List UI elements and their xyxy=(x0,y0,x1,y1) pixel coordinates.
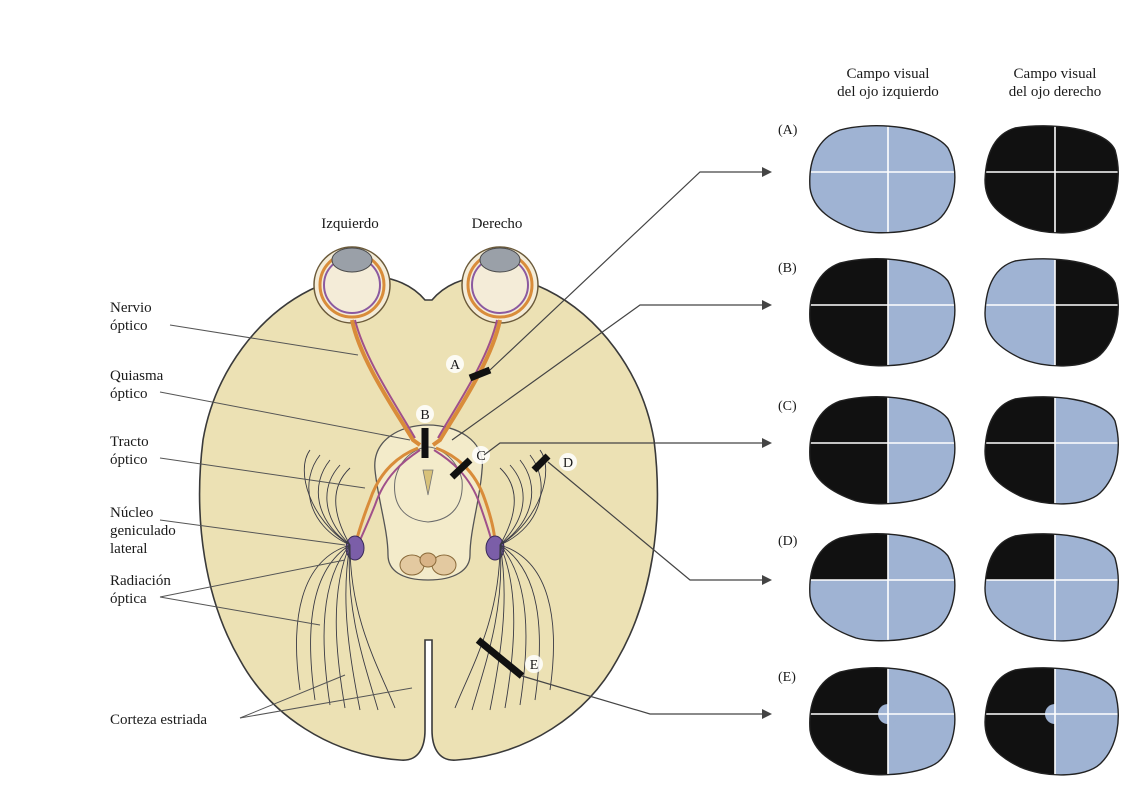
lesion-bar-a xyxy=(468,366,492,382)
field-outline xyxy=(984,667,1119,776)
optic-nerve-label-2: óptico xyxy=(110,318,148,334)
structure-labels xyxy=(159,324,413,719)
optic-chiasm-label-2: óptico xyxy=(110,386,148,402)
quadrant-lr xyxy=(888,443,955,504)
field-outline xyxy=(809,667,956,776)
field-outline xyxy=(984,125,1119,234)
field-outline xyxy=(809,533,956,642)
quadrant-lr xyxy=(1055,443,1119,504)
left-side-label: Izquierdo xyxy=(321,216,378,232)
quadrant-ll xyxy=(985,172,1055,233)
visual-field-b-left-eye xyxy=(809,258,956,367)
lesion-letters: A B C D E xyxy=(416,355,577,673)
lesion-letter-e: E xyxy=(530,658,539,673)
lesion-bar-d xyxy=(531,453,551,473)
row-label-a: (A) xyxy=(778,123,798,138)
quadrant-ll xyxy=(985,443,1055,504)
row-label-d: (D) xyxy=(778,534,798,549)
optic-radiation-label-2: óptica xyxy=(110,591,147,607)
optic-nerve-label-1: Nervio xyxy=(110,300,152,316)
right-side-label: Derecho xyxy=(472,216,523,232)
striate-cortex-label: Corteza estriada xyxy=(110,712,207,728)
visual-field-b-right-eye xyxy=(984,258,1119,367)
visual-field-d-right-eye xyxy=(984,533,1119,642)
lesion-letter-a: A xyxy=(450,358,461,373)
optic-tract-label-1: Tracto xyxy=(110,434,149,450)
visual-field-c-left-eye xyxy=(809,396,956,505)
lesion-bar-e xyxy=(475,637,525,679)
field-outline xyxy=(984,533,1119,642)
field-outline xyxy=(984,258,1119,367)
lesion-letter-b: B xyxy=(420,408,429,423)
left-eye-header-2: del ojo izquierdo xyxy=(837,84,939,100)
lgn-label-1: Núcleo xyxy=(110,505,153,521)
right-eye-header-2: del ojo derecho xyxy=(1009,84,1101,100)
optic-tract-label-2: óptico xyxy=(110,452,148,468)
quadrant-lr xyxy=(1055,714,1119,775)
quadrant-lr xyxy=(888,714,955,775)
quadrant-lr xyxy=(1055,172,1119,233)
visual-field-c-right-eye xyxy=(984,396,1119,505)
field-outline xyxy=(809,396,956,505)
optic-radiation-label-1: Radiación xyxy=(110,573,171,589)
quadrant-lr xyxy=(888,580,955,641)
lgn-label-2: geniculado xyxy=(110,523,176,539)
visual-field-a-left-eye xyxy=(809,125,956,234)
lesion-letter-c: C xyxy=(476,449,485,464)
visual-field-grid xyxy=(809,125,1119,776)
lesion-connectors xyxy=(451,171,768,715)
right-eye-header-1: Campo visual xyxy=(1014,66,1097,82)
left-eye xyxy=(313,246,391,324)
visual-field-a-right-eye xyxy=(984,125,1119,234)
quadrant-lr xyxy=(1055,580,1119,641)
quadrant-ll xyxy=(985,580,1055,641)
right-eye xyxy=(461,246,539,324)
brain-drawing xyxy=(198,246,659,761)
field-outline xyxy=(809,125,956,234)
quadrant-ll xyxy=(809,714,888,775)
quadrant-lr xyxy=(1055,305,1119,366)
quadrant-lr xyxy=(888,172,955,233)
lesion-bar-c xyxy=(449,457,473,480)
quadrant-ll xyxy=(985,714,1055,775)
visual-field-d-left-eye xyxy=(809,533,956,642)
lesion-letter-d: D xyxy=(563,456,573,471)
row-label-c: (C) xyxy=(778,399,797,414)
field-outline xyxy=(984,396,1119,505)
quadrant-ll xyxy=(985,305,1055,366)
left-eye-header-1: Campo visual xyxy=(847,66,930,82)
quadrant-lr xyxy=(888,305,955,366)
connector-arrowheads xyxy=(762,167,772,719)
row-label-b: (B) xyxy=(778,261,797,276)
optic-chiasm-label-1: Quiasma xyxy=(110,368,164,384)
row-label-e: (E) xyxy=(778,670,796,685)
field-outline xyxy=(809,258,956,367)
lgn-label-3: lateral xyxy=(110,541,147,557)
